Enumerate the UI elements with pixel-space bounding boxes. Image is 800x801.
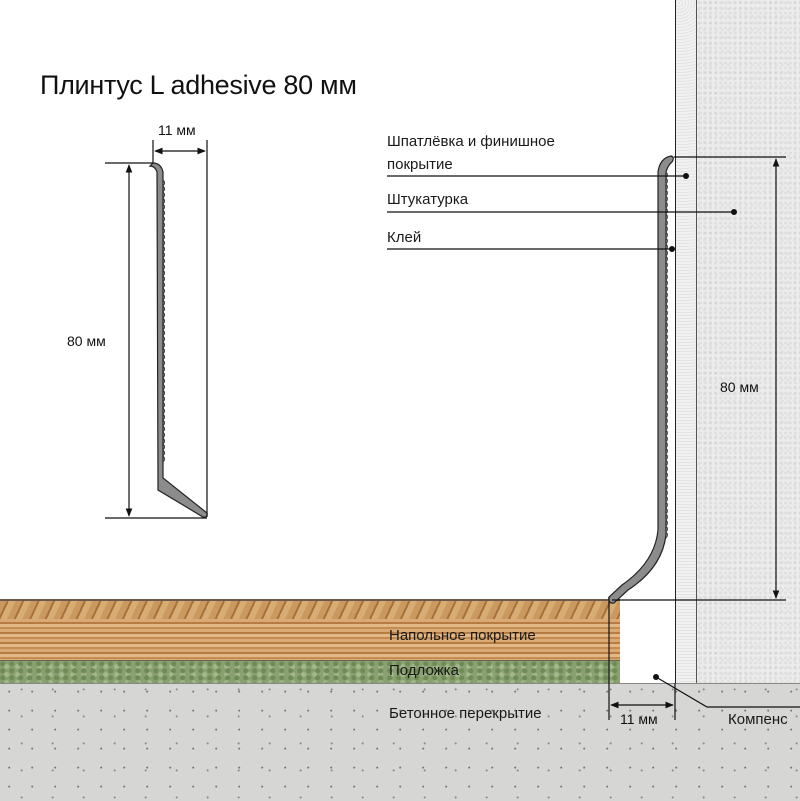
floor-covering	[0, 619, 620, 661]
wall-finish-layer	[675, 0, 697, 683]
label-finish-coat-line1: Шпатлёвка и финишное	[387, 133, 555, 150]
section-height-label: 80 мм	[720, 379, 759, 395]
skirting-profile-installed	[608, 155, 674, 604]
section-drawing	[387, 155, 800, 720]
label-expansion-gap: Компенс	[728, 711, 788, 728]
label-concrete-slab: Бетонное перекрытие	[389, 705, 542, 722]
label-finish-coat-line2: покрытие	[387, 156, 453, 173]
profile-width-label: 11 мм	[158, 122, 196, 138]
underlay-layer	[0, 661, 620, 683]
label-adhesive: Клей	[387, 229, 422, 246]
skirting-profile-left	[148, 162, 208, 518]
floor-covering-top	[0, 599, 620, 619]
page-title: Плинтус L adhesive 80 мм	[40, 70, 357, 100]
label-floor-covering: Напольное покрытие	[389, 627, 536, 644]
profile-height-label: 80 мм	[67, 333, 106, 349]
label-underlay: Подложка	[389, 662, 459, 679]
wall-plaster-layer	[696, 0, 800, 683]
expansion-gap	[620, 600, 675, 683]
gap-width-label: 11 мм	[620, 711, 658, 727]
profile-drawing	[105, 140, 208, 519]
label-plaster: Штукатурка	[387, 191, 469, 208]
